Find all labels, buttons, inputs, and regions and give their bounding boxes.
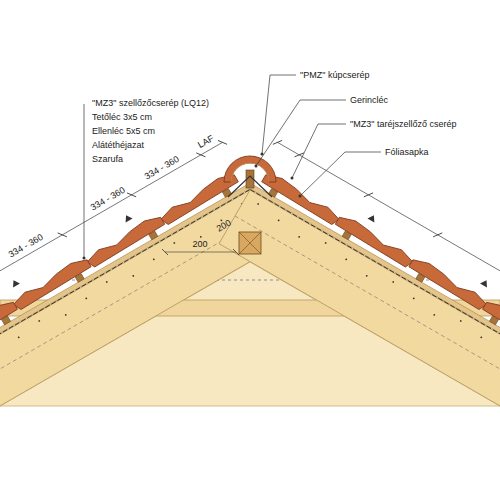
axis-line bbox=[235, 216, 500, 431]
dimension-value: 200 bbox=[192, 239, 207, 250]
roof-tile bbox=[408, 255, 490, 311]
dimension-value: LAF bbox=[196, 134, 216, 152]
dimension-value: 334 - 360 bbox=[143, 154, 181, 183]
roof-tile bbox=[10, 255, 92, 311]
part-label: Alátéthéjazat bbox=[92, 140, 144, 151]
ridge-tile-edge bbox=[231, 163, 269, 182]
nail-dot bbox=[298, 236, 300, 238]
leader-line bbox=[292, 124, 346, 178]
dimension-tick bbox=[127, 190, 136, 200]
leader-dot bbox=[299, 195, 302, 198]
leader-dot bbox=[291, 177, 294, 180]
ridge-tile bbox=[224, 156, 276, 182]
nail-dot bbox=[277, 219, 279, 221]
roof-tile bbox=[334, 213, 416, 269]
dimension-tick bbox=[58, 230, 67, 240]
nail-dot bbox=[173, 242, 175, 244]
part-label: "PMZ" kúpcserép bbox=[300, 70, 369, 81]
nail-dot bbox=[392, 281, 394, 283]
part-label: "MZ3" szellőzőcserép (LQ12) bbox=[92, 98, 209, 109]
roof-tile bbox=[84, 213, 166, 269]
nail-dot bbox=[153, 258, 155, 260]
nail-dot bbox=[65, 314, 67, 316]
leader-dot bbox=[255, 165, 258, 168]
arrow-mark bbox=[367, 213, 377, 222]
nail-dot bbox=[257, 203, 259, 205]
part-label: "MZ3" taréjszellőző cserép bbox=[350, 119, 456, 130]
nail-dot bbox=[132, 275, 134, 277]
roof-tile bbox=[482, 298, 500, 354]
dimension-line bbox=[165, 252, 236, 253]
ridge-beam bbox=[239, 232, 261, 254]
nail-dot bbox=[433, 314, 435, 316]
rafter bbox=[219, 190, 500, 459]
dimension-tick bbox=[196, 150, 205, 160]
dimension-tick bbox=[295, 150, 304, 160]
roof-tile bbox=[0, 298, 18, 354]
arrow-mark bbox=[480, 278, 490, 287]
part-label: Gerincléc bbox=[350, 95, 388, 106]
axis-line bbox=[0, 216, 265, 431]
dimension-tick bbox=[162, 249, 239, 255]
leader-line bbox=[256, 100, 346, 166]
nail-dot bbox=[200, 236, 202, 238]
foil-cap bbox=[228, 176, 272, 197]
nail-dot bbox=[365, 275, 367, 277]
nail-dot bbox=[480, 336, 482, 338]
part-label: Szarufa bbox=[92, 154, 123, 165]
nail-dot bbox=[324, 242, 326, 244]
left-slope bbox=[0, 137, 284, 459]
counter-batten bbox=[251, 185, 500, 404]
nail-dot bbox=[106, 281, 108, 283]
nail-dot bbox=[17, 336, 19, 338]
leader-line bbox=[300, 152, 381, 196]
leader-line bbox=[262, 75, 296, 154]
nail-dot bbox=[85, 297, 87, 299]
arrow-mark bbox=[123, 213, 133, 222]
part-label: Tetőléc 3x5 cm bbox=[92, 112, 152, 123]
leader-line bbox=[84, 104, 85, 258]
counter-batten bbox=[0, 185, 250, 404]
part-label: Fóliasapka bbox=[385, 147, 429, 158]
dimension-line bbox=[0, 142, 222, 292]
nail-dot bbox=[413, 297, 415, 299]
dimension-value: 334 - 360 bbox=[88, 185, 126, 214]
underlay bbox=[0, 190, 250, 405]
leader-dot bbox=[83, 257, 86, 260]
dimension-value: 334 - 360 bbox=[7, 232, 45, 261]
dimension-tick bbox=[364, 190, 373, 200]
dimension-tick bbox=[218, 137, 227, 147]
underlay bbox=[250, 190, 500, 405]
dimension-line bbox=[278, 142, 500, 292]
nail-dot bbox=[460, 320, 462, 322]
right-slope bbox=[216, 137, 500, 459]
nail-dot bbox=[38, 320, 40, 322]
ridge-beam-cross bbox=[239, 232, 261, 254]
nail-dot bbox=[345, 258, 347, 260]
leader-dot bbox=[261, 153, 264, 156]
part-label: Ellenléc 5x5 cm bbox=[92, 126, 155, 137]
dimension-tick bbox=[433, 230, 442, 240]
arrow-mark bbox=[10, 278, 20, 287]
